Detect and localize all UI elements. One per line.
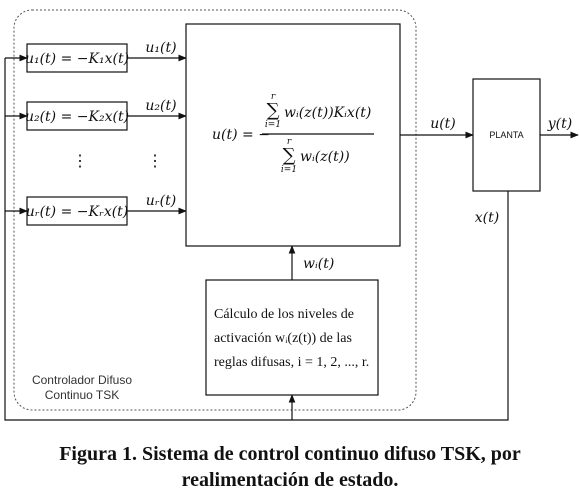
weights-signal-label: wᵢ(t) (303, 256, 334, 272)
aggregator-numerator: wᵢ(z(t))Kᵢx(t) (284, 105, 371, 121)
denominator-sum-symbol: ∑ (283, 145, 296, 166)
caption-line2: realimentación de estado. (182, 469, 399, 491)
aggregator-block (185, 23, 401, 247)
output-label: y(t) (547, 116, 572, 132)
rule2-output-label: u₂(t) (145, 98, 176, 114)
controller-boundary (13, 9, 417, 411)
weights-block-line1: Cálculo de los niveles de (214, 307, 354, 322)
weights-block-line2: activación wᵢ(z(t)) de las (214, 331, 352, 346)
controller-label-line2: Continuo TSK (45, 388, 120, 402)
weights-block-line3: reglas difusas, i = 1, 2, ..., r. (214, 355, 369, 370)
weights-block (205, 279, 379, 396)
numerator-sum-upper: r (271, 92, 276, 102)
dots-left: ⋮ (72, 151, 88, 170)
rule-block-r (26, 196, 128, 226)
rule-block-1-text: u₁(t) = −K₁x(t) (25, 51, 129, 67)
rule-block-2-text: u₂(t) = −K₂x(t) (25, 109, 129, 125)
controller-label-line1: Controlador Difuso (32, 373, 132, 387)
denominator-sum-lower: i=1 (281, 165, 297, 175)
aggregator-lhs: u(t) = − (212, 127, 270, 143)
rule-block-r-text: uᵣ(t) = −Kᵣx(t) (26, 204, 129, 220)
aggregator-denominator: wᵢ(z(t)) (300, 149, 350, 165)
control-signal-label: u(t) (430, 116, 456, 132)
numerator-sum-symbol: ∑ (267, 100, 280, 121)
state-label: x(t) (475, 210, 499, 226)
rule-block-1 (26, 43, 128, 73)
dots-right: ⋮ (147, 151, 163, 170)
ruler-output-label: uᵣ(t) (146, 193, 176, 209)
plant-block (472, 78, 541, 192)
rule1-output-label: u₁(t) (145, 40, 176, 56)
plant-label: PLANTA (489, 130, 523, 140)
numerator-sum-lower: i=1 (265, 120, 281, 130)
feedback-line (4, 58, 509, 421)
denominator-sum-upper: r (287, 137, 292, 147)
caption-line1: Figura 1. Sistema de control continuo di… (59, 443, 521, 465)
